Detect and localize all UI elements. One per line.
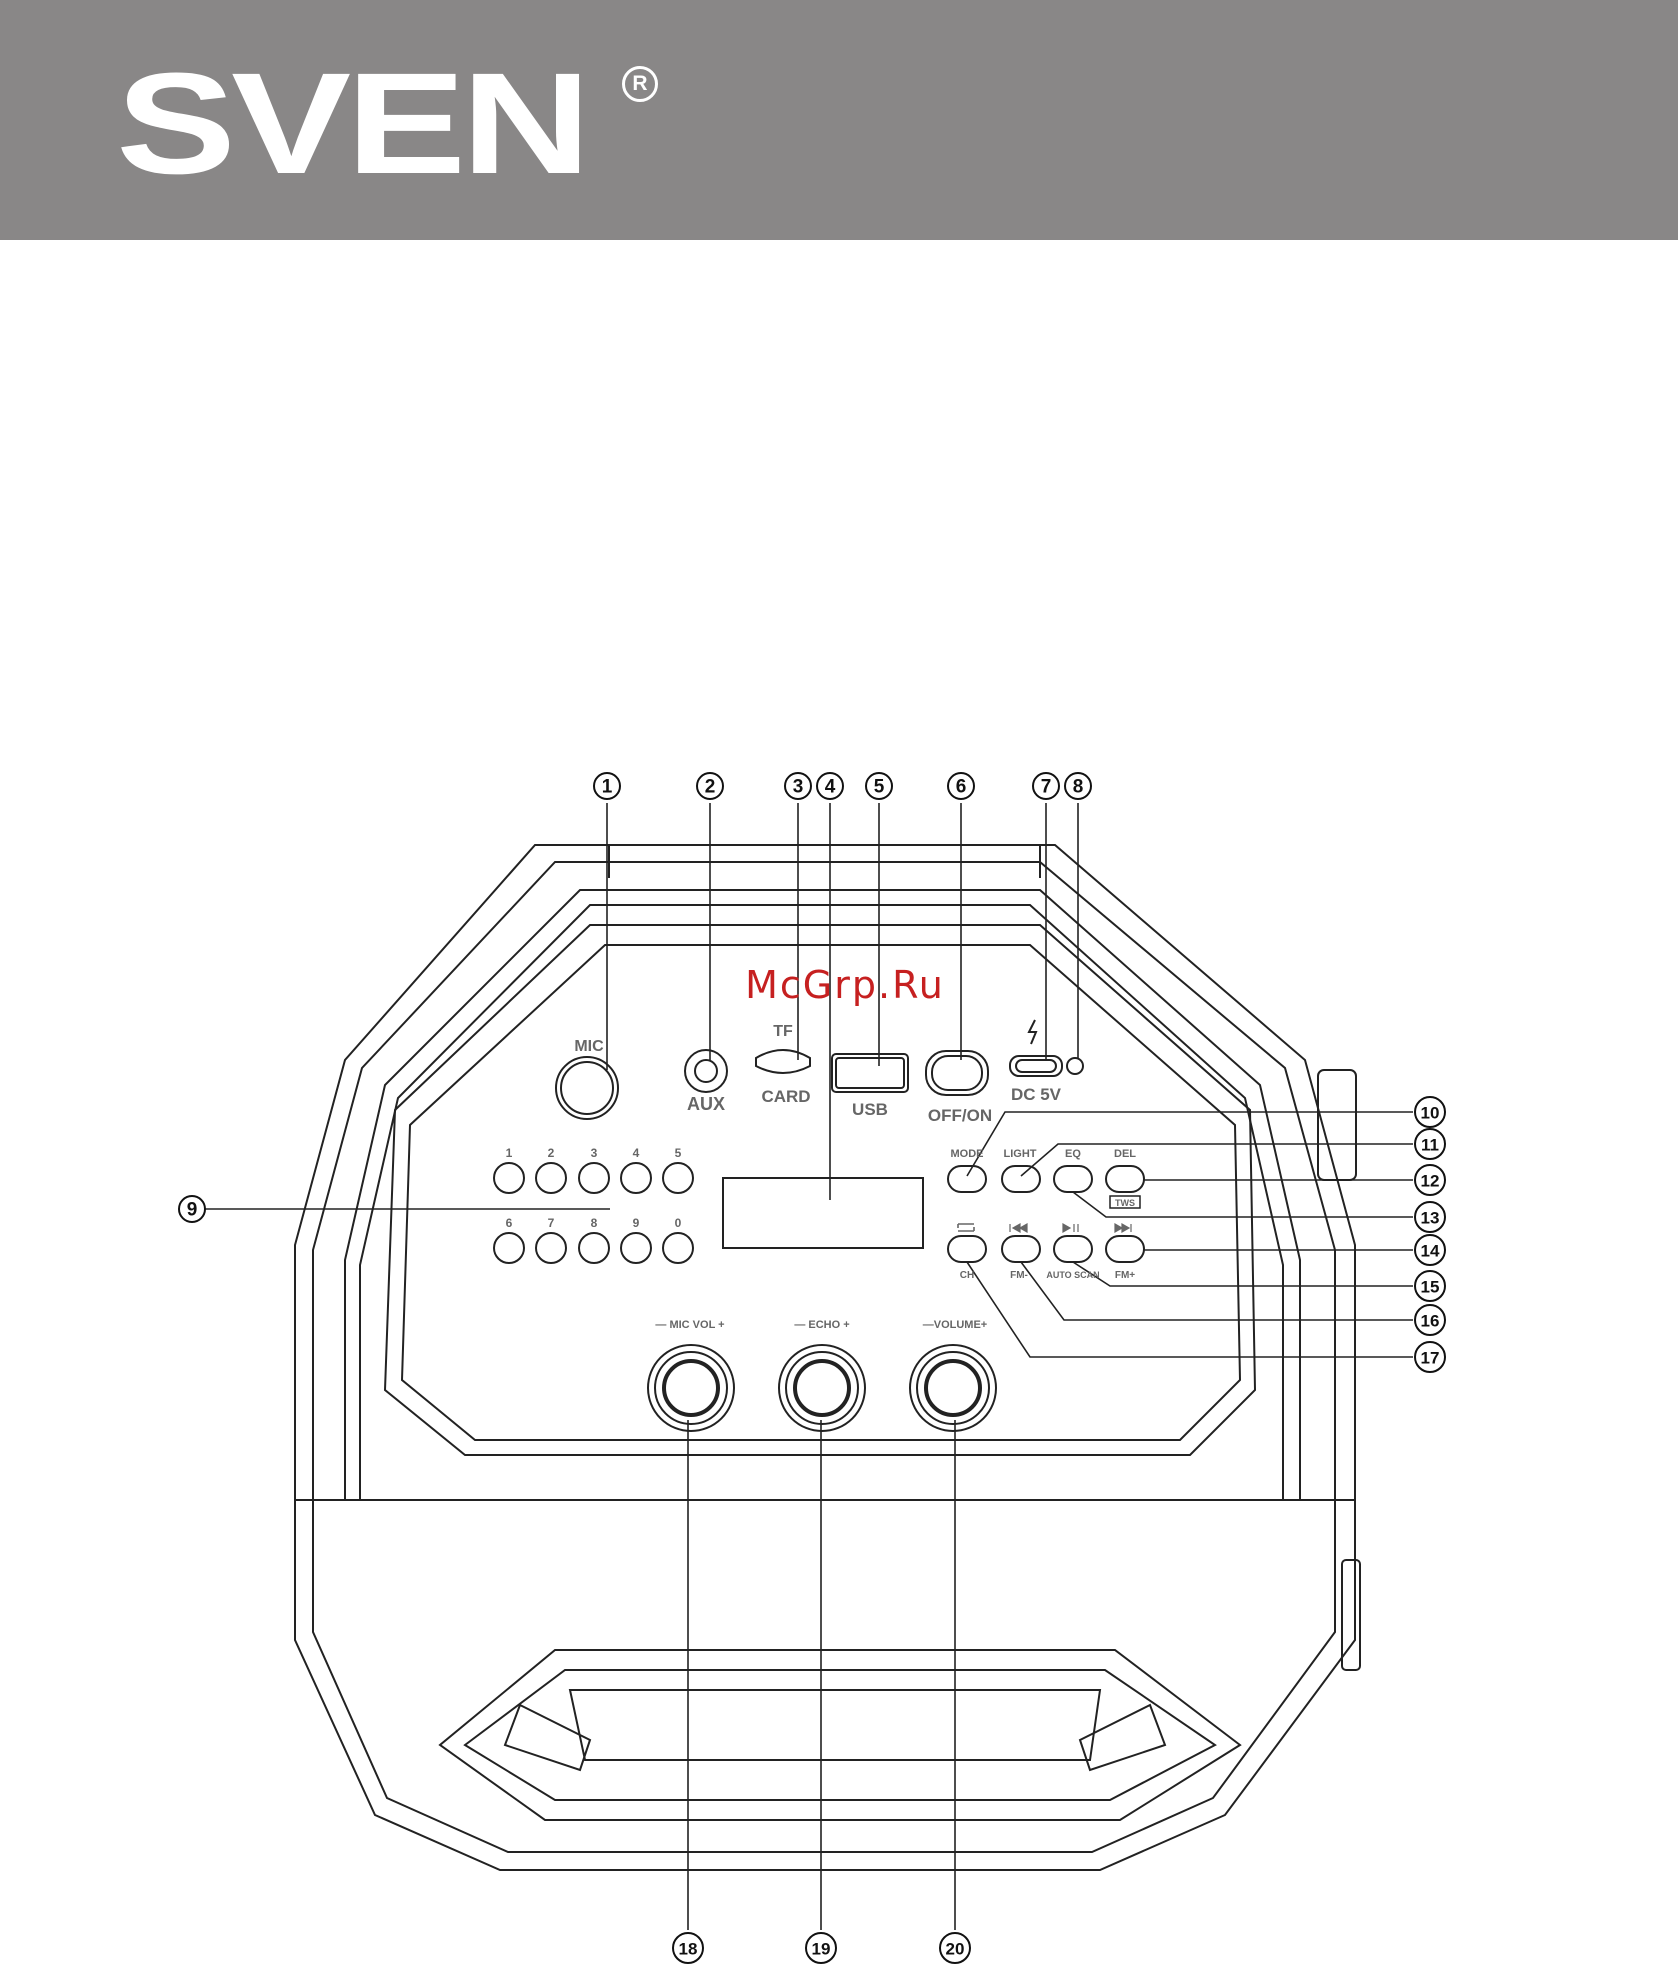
lcd-display xyxy=(723,1178,923,1248)
key-0 xyxy=(663,1233,693,1263)
callout-6: 6 xyxy=(956,777,967,798)
key-label-6: 6 xyxy=(506,1216,513,1230)
play-pause-icon xyxy=(1063,1224,1078,1232)
key-9 xyxy=(621,1233,651,1263)
key-7 xyxy=(536,1233,566,1263)
callout-8: 8 xyxy=(1073,777,1084,798)
tws-label: TWS xyxy=(1115,1198,1135,1208)
light-label: LIGHT xyxy=(1004,1148,1037,1160)
callout-4: 4 xyxy=(825,777,836,798)
led-indicator xyxy=(1067,1058,1083,1074)
callout-10: 10 xyxy=(1421,1104,1440,1123)
dc-label: DC 5V xyxy=(1011,1085,1062,1104)
light-button xyxy=(1002,1166,1040,1192)
card-label: CARD xyxy=(761,1087,810,1106)
ch-label: CH xyxy=(960,1270,974,1281)
power-label: OFF/ON xyxy=(928,1106,992,1125)
key-5 xyxy=(663,1163,693,1193)
key-4 xyxy=(621,1163,651,1193)
aux-jack xyxy=(685,1050,727,1092)
usb-port xyxy=(836,1058,904,1088)
key-8 xyxy=(579,1233,609,1263)
mic-jack-inner xyxy=(561,1062,613,1114)
key-label-0: 0 xyxy=(675,1216,682,1230)
aux-label: AUX xyxy=(687,1094,725,1114)
next-button xyxy=(1106,1236,1144,1262)
bottom-handle-slot xyxy=(570,1690,1100,1760)
mic-jack xyxy=(556,1057,618,1119)
prev-button xyxy=(1002,1236,1040,1262)
play-button xyxy=(1054,1236,1092,1262)
dc-port-inner xyxy=(1016,1060,1056,1072)
key-label-3: 3 xyxy=(591,1146,598,1160)
callout-11: 11 xyxy=(1421,1136,1439,1155)
key-3 xyxy=(579,1163,609,1193)
callout-15: 15 xyxy=(1421,1278,1440,1297)
key-2 xyxy=(536,1163,566,1193)
callout-1: 1 xyxy=(602,777,613,798)
callout-13: 13 xyxy=(1421,1209,1440,1228)
key-label-4: 4 xyxy=(633,1146,640,1160)
prev-icon xyxy=(1010,1224,1027,1232)
control-panel-inner xyxy=(402,945,1240,1440)
usb-label: USB xyxy=(852,1100,888,1119)
echo-knob xyxy=(779,1345,865,1431)
key-1 xyxy=(494,1163,524,1193)
fm-minus-label: FM- xyxy=(1010,1270,1028,1281)
callout-2: 2 xyxy=(705,777,716,798)
fm-plus-label: FM+ xyxy=(1115,1270,1135,1281)
callout-17: 17 xyxy=(1421,1349,1440,1368)
tf-label: TF xyxy=(773,1023,793,1040)
bottom-handle-left-grip xyxy=(505,1705,590,1770)
power-switch-inner xyxy=(932,1056,982,1090)
side-bump-upper xyxy=(1318,1070,1356,1180)
callout-7: 7 xyxy=(1041,777,1052,798)
usb-port-outer xyxy=(832,1054,908,1092)
auto-scan-label: AUTO SCAN xyxy=(1046,1270,1099,1280)
callout-14: 14 xyxy=(1421,1242,1440,1261)
power-switch xyxy=(926,1051,988,1095)
callout-19: 19 xyxy=(812,1940,831,1959)
mode-button xyxy=(948,1166,986,1192)
key-6 xyxy=(494,1233,524,1263)
del-label: DEL xyxy=(1114,1148,1136,1160)
key-label-1: 1 xyxy=(506,1146,513,1160)
volume-knob xyxy=(910,1345,996,1431)
number-keypad xyxy=(494,1163,693,1263)
mode-label: MODE xyxy=(951,1148,984,1160)
watermark: McGrp.Ru xyxy=(745,963,945,1007)
bolt-icon xyxy=(1029,1020,1036,1044)
callout-12: 12 xyxy=(1421,1172,1440,1191)
repeat-icon xyxy=(958,1224,974,1231)
key-label-2: 2 xyxy=(548,1146,555,1160)
key-label-5: 5 xyxy=(675,1146,682,1160)
callout-18: 18 xyxy=(679,1940,698,1959)
eq-label: EQ xyxy=(1065,1148,1081,1160)
callout-5: 5 xyxy=(874,777,885,798)
key-label-9: 9 xyxy=(633,1216,640,1230)
aux-jack-inner xyxy=(695,1060,717,1082)
volume-label: —VOLUME+ xyxy=(923,1319,987,1331)
tf-card-slot xyxy=(756,1050,810,1073)
key-label-8: 8 xyxy=(591,1216,598,1230)
mic-label: MIC xyxy=(574,1038,604,1055)
echo-label: — ECHO + xyxy=(794,1319,849,1331)
eq-button xyxy=(1054,1166,1092,1192)
ch-button xyxy=(948,1236,986,1262)
mic-vol-label: — MIC VOL + xyxy=(655,1319,724,1331)
del-button xyxy=(1106,1166,1144,1192)
next-icon xyxy=(1115,1224,1131,1232)
mic-vol-knob xyxy=(648,1345,734,1431)
callout-9: 9 xyxy=(187,1200,198,1221)
callout-20: 20 xyxy=(946,1940,965,1959)
callout-3: 3 xyxy=(793,777,804,798)
key-label-7: 7 xyxy=(548,1216,555,1230)
callout-16: 16 xyxy=(1421,1312,1440,1331)
